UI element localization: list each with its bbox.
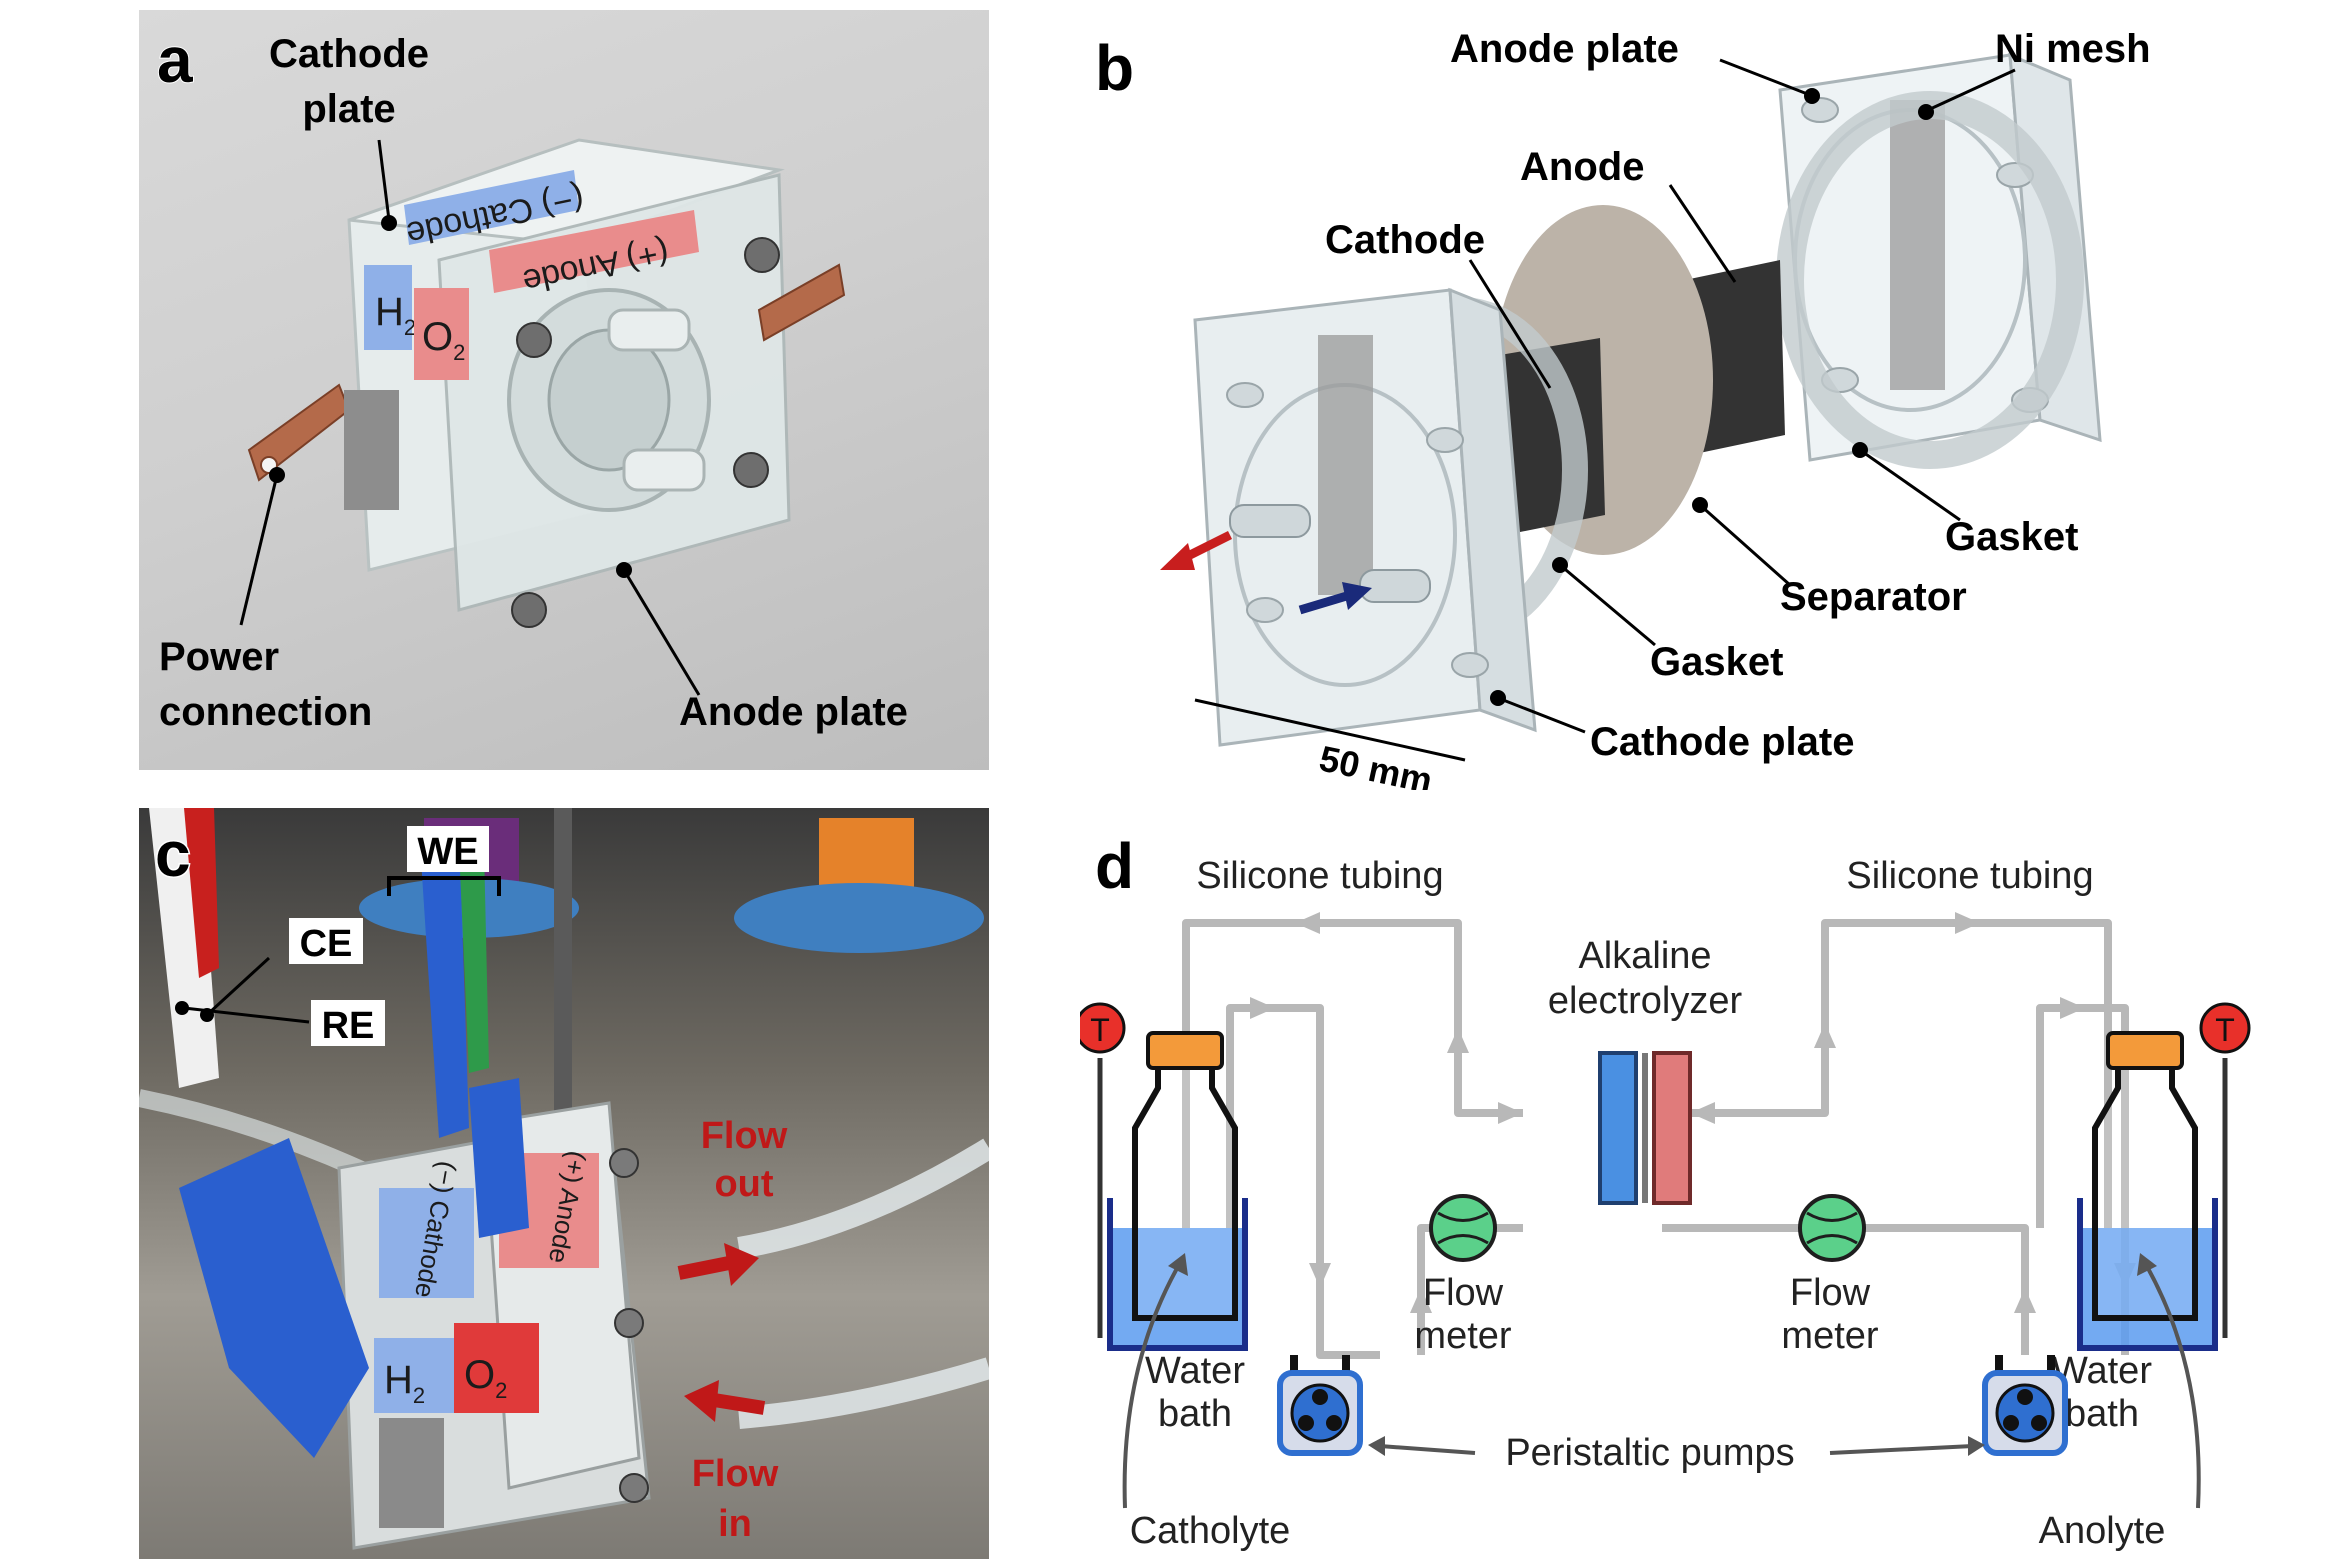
electrolyzer-cathode xyxy=(1598,1051,1638,1205)
cathode-plate-part xyxy=(1193,287,1537,747)
electrolyzer-anode xyxy=(1652,1051,1692,1205)
flow-direction-arrows xyxy=(1250,912,2136,1313)
label-silicone-tubing-right: Silicone tubing xyxy=(1846,855,2093,897)
panel-b: b 50 mm Anode plate xyxy=(1095,27,2151,790)
label-water-bath-right-2: bath xyxy=(2065,1393,2139,1435)
fitting-top-icon xyxy=(607,308,691,352)
label-flow-meter-right-2: meter xyxy=(1781,1315,1878,1357)
bolt-icons xyxy=(609,1148,649,1503)
sticker-o2-bg xyxy=(414,288,469,380)
pump-right-icon xyxy=(1982,1355,2068,1456)
panel-a-photo: (−) Cathode (+) Anode H2 O2 xyxy=(139,10,989,770)
label-cathode-plate: Cathode plate xyxy=(1590,720,1854,764)
flow-in-arrow-icon xyxy=(712,1393,766,1415)
copper-tab-right xyxy=(757,263,846,342)
sticker-o2-bg xyxy=(454,1323,539,1413)
label-flow-in-2: in xyxy=(718,1503,752,1545)
label-electrolyzer-1: Alkaline xyxy=(1578,935,1711,977)
sticker-cathode-bg xyxy=(379,1188,474,1298)
svg-text:T: T xyxy=(2215,1012,2235,1048)
pump-left-icon xyxy=(1277,1355,1363,1456)
outlet-fitting-icon xyxy=(1229,504,1311,538)
ni-mesh-left xyxy=(1318,335,1373,595)
cathode-plate-label-2: plate xyxy=(302,87,395,131)
label-water-bath-right-1: Water xyxy=(2052,1350,2152,1392)
panel-d-letter: d xyxy=(1095,830,1134,902)
sticker-h2-text: H2 xyxy=(375,290,416,340)
panel-c-labels: c WE CE RE Flow out Flow in xyxy=(154,817,788,1546)
bolt-icons xyxy=(511,237,780,628)
fitting-bottom-icon xyxy=(622,448,706,492)
label-re: RE xyxy=(322,1005,375,1047)
panel-c-letter: c xyxy=(155,818,191,890)
panel-a-letter: a xyxy=(157,24,193,96)
label-flow-out-2: out xyxy=(714,1163,773,1205)
ni-mesh-right xyxy=(1890,100,1945,390)
thermometer-right-icon: T xyxy=(2199,1002,2251,1338)
mesh-patch-icon xyxy=(344,390,399,510)
inlet-fitting-icon xyxy=(1359,569,1431,603)
label-water-bath-left-2: bath xyxy=(1158,1393,1232,1435)
label-anode-plate: Anode plate xyxy=(1450,27,1679,71)
label-electrolyzer-2: electrolyzer xyxy=(1548,980,1743,1022)
label-flow-meter-left-2: meter xyxy=(1414,1315,1511,1357)
label-peristaltic-pumps: Peristaltic pumps xyxy=(1505,1432,1794,1474)
sticker-o2-text: O2 xyxy=(464,1353,507,1403)
power-connection-label-1: Power xyxy=(159,635,279,679)
label-catholyte: Catholyte xyxy=(1130,1510,1291,1552)
tube-in xyxy=(738,1357,989,1429)
sticker-h2-bg xyxy=(364,265,412,350)
svg-text:T: T xyxy=(1090,1012,1110,1048)
cathode-plate-label-1: Cathode xyxy=(269,32,429,76)
we-clip-green xyxy=(459,848,489,1073)
scale-bar xyxy=(1194,698,1466,762)
thermometer-left-icon: T xyxy=(1080,1002,1126,1338)
label-ce: CE xyxy=(300,923,353,965)
label-silicone-tubing-left: Silicone tubing xyxy=(1196,855,1443,897)
tube-out xyxy=(737,1138,989,1259)
panel-a-labels: a Cathode plate Power connection Anode p… xyxy=(156,23,908,734)
flow-meter-right-icon xyxy=(1798,1194,1866,1262)
gasket-right-part xyxy=(1776,91,2084,469)
sticker-o2-text: O2 xyxy=(422,315,465,365)
sticker-h2-bg xyxy=(374,1338,454,1413)
inflow-arrow-icon xyxy=(1298,590,1352,615)
panel-a-illustration: (−) Cathode (+) Anode H2 O2 xyxy=(239,138,846,696)
we-clip-blue xyxy=(419,828,469,1138)
orange-cap-icon xyxy=(819,818,914,888)
label-we: WE xyxy=(417,831,478,873)
anolyte-bottle-icon xyxy=(2092,1031,2198,1321)
sticker-anode-bg xyxy=(489,210,699,293)
power-connection-label-2: connection xyxy=(159,690,372,734)
scale-label: 50 mm xyxy=(1316,737,1436,790)
sticker-h2-text: H2 xyxy=(384,1358,425,1408)
label-ni-mesh: Ni mesh xyxy=(1995,27,2151,71)
label-gasket-left: Gasket xyxy=(1650,640,1783,684)
label-flow-out-1: Flow xyxy=(701,1115,788,1157)
panel-b-letter: b xyxy=(1095,32,1134,104)
label-flow-in-1: Flow xyxy=(692,1453,779,1495)
label-flow-meter-right-1: Flow xyxy=(1790,1272,1871,1314)
label-anolyte: Anolyte xyxy=(2039,1510,2166,1552)
ce-re-clip xyxy=(179,1138,369,1458)
label-anode: Anode xyxy=(1520,145,1644,189)
panel-d: d Alkaline electrolyzer Silicone tubing … xyxy=(1080,830,2251,1552)
sticker-cathode-bg xyxy=(404,170,579,245)
label-separator: Separator xyxy=(1780,575,1967,619)
label-gasket-right: Gasket xyxy=(1945,515,2078,559)
mesh-patch-icon xyxy=(379,1418,444,1528)
label-flow-meter-left-1: Flow xyxy=(1423,1272,1504,1314)
catholyte-bottle-icon xyxy=(1132,1031,1238,1321)
flow-meter-left-icon xyxy=(1429,1194,1497,1262)
label-water-bath-left-1: Water xyxy=(1145,1350,1245,1392)
anode-plate-label: Anode plate xyxy=(679,690,908,734)
flow-out-arrow-icon xyxy=(677,1256,731,1280)
water-bath-right xyxy=(2077,1198,2218,1351)
ce-red-cable xyxy=(184,808,219,978)
label-cathode: Cathode xyxy=(1325,218,1485,262)
